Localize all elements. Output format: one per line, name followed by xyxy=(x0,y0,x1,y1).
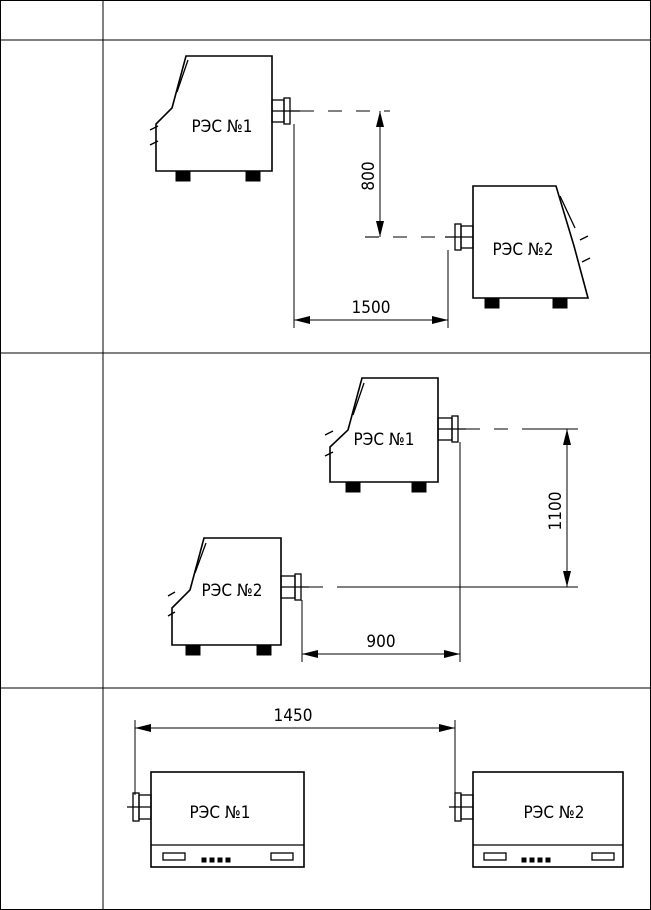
dim-horizontal-1500: 1500 xyxy=(352,298,391,318)
device-2-label: РЭС №2 xyxy=(201,581,262,601)
device-1-label: РЭС №1 xyxy=(191,117,252,137)
device-2-side-view xyxy=(167,537,309,656)
device-1-side-view xyxy=(324,377,466,493)
device-2-label: РЭС №2 xyxy=(492,240,553,260)
device-2-front-view xyxy=(449,771,624,868)
device-1-front-view xyxy=(127,771,305,868)
row-3-diagram: РЭС №1 РЭС №2 xyxy=(127,720,624,868)
dim-horizontal-1450: 1450 xyxy=(274,706,313,726)
row-1-diagram: РЭС №1 РЭС №2 xyxy=(149,55,591,328)
dim-vertical-1100: 1100 xyxy=(546,492,566,531)
dim-horizontal-900: 900 xyxy=(366,632,395,652)
device-2-side-view xyxy=(445,185,591,309)
device-2-label: РЭС №2 xyxy=(523,803,584,823)
row-2-diagram: РЭС №1 РЭС №2 xyxy=(167,377,578,662)
device-1-label: РЭС №1 xyxy=(353,430,414,450)
dim-vertical-800: 800 xyxy=(359,161,379,190)
device-1-side-view xyxy=(149,55,300,182)
device-1-label: РЭС №1 xyxy=(189,803,250,823)
